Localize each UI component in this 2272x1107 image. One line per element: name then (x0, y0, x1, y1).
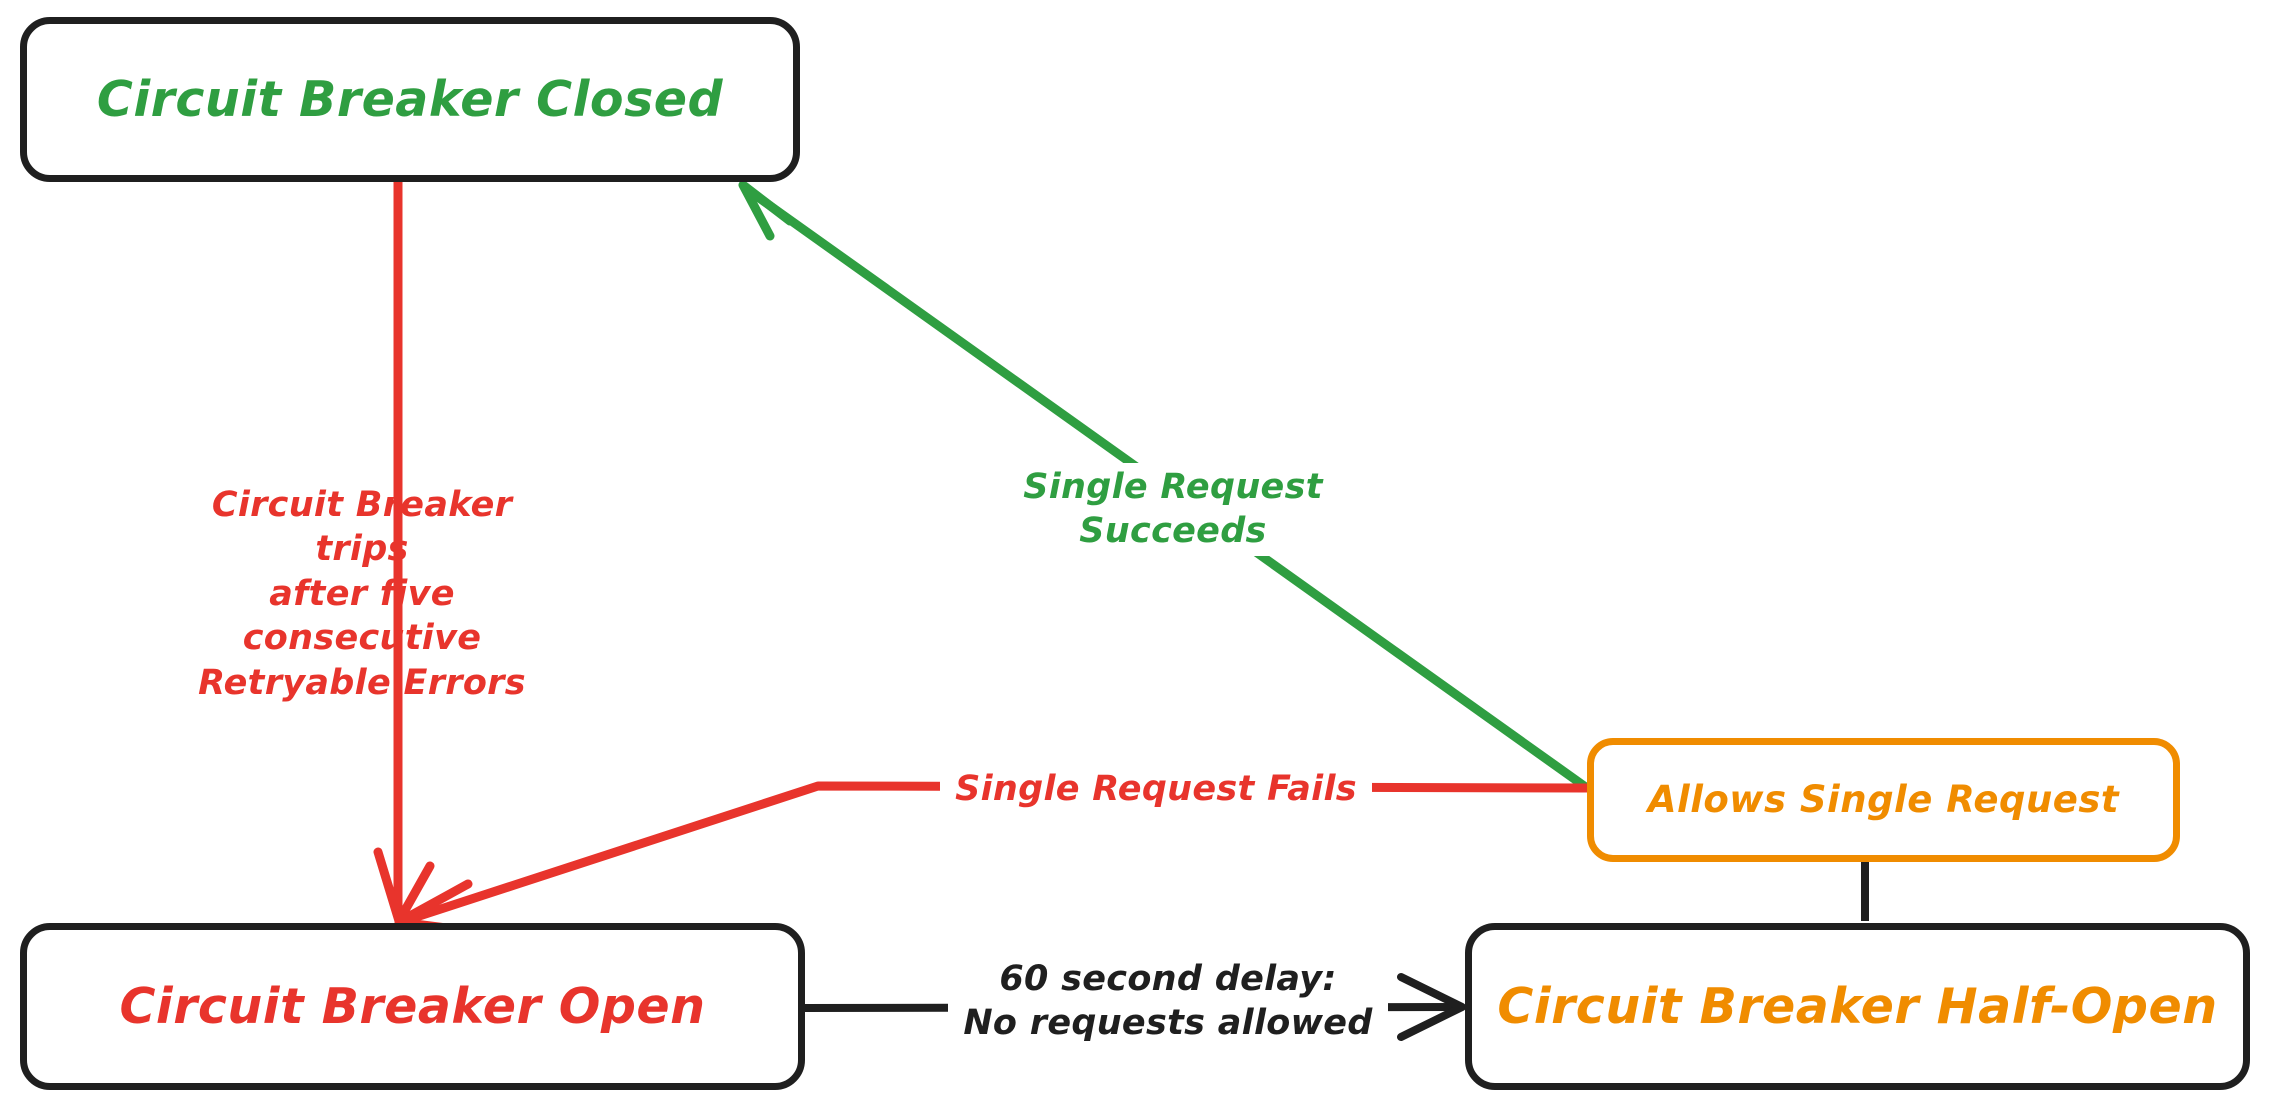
node-circuit-breaker-open[interactable]: Circuit Breaker Open (20, 923, 805, 1090)
edge-label-open-to-half-open: 60 second delay: No requests allowed (948, 955, 1388, 1048)
node-allows-single-request[interactable]: Allows Single Request (1587, 738, 2180, 862)
edge-label-closed-to-open: Circuit Breaker trips after five consecu… (198, 485, 526, 703)
node-label-circuit-breaker-open: Circuit Breaker Open (119, 977, 706, 1035)
edge-label-allows-to-closed: Single Request Succeeds (918, 463, 1428, 556)
node-label-allows-single-request: Allows Single Request (1647, 777, 2120, 821)
node-label-circuit-breaker-half-open: Circuit Breaker Half-Open (1497, 977, 2218, 1035)
node-circuit-breaker-half-open[interactable]: Circuit Breaker Half-Open (1465, 923, 2250, 1090)
node-circuit-breaker-closed[interactable]: Circuit Breaker Closed (20, 17, 800, 182)
edge-label-allows-to-open: Single Request Fails (940, 765, 1372, 814)
node-label-circuit-breaker-closed: Circuit Breaker Closed (96, 70, 724, 128)
